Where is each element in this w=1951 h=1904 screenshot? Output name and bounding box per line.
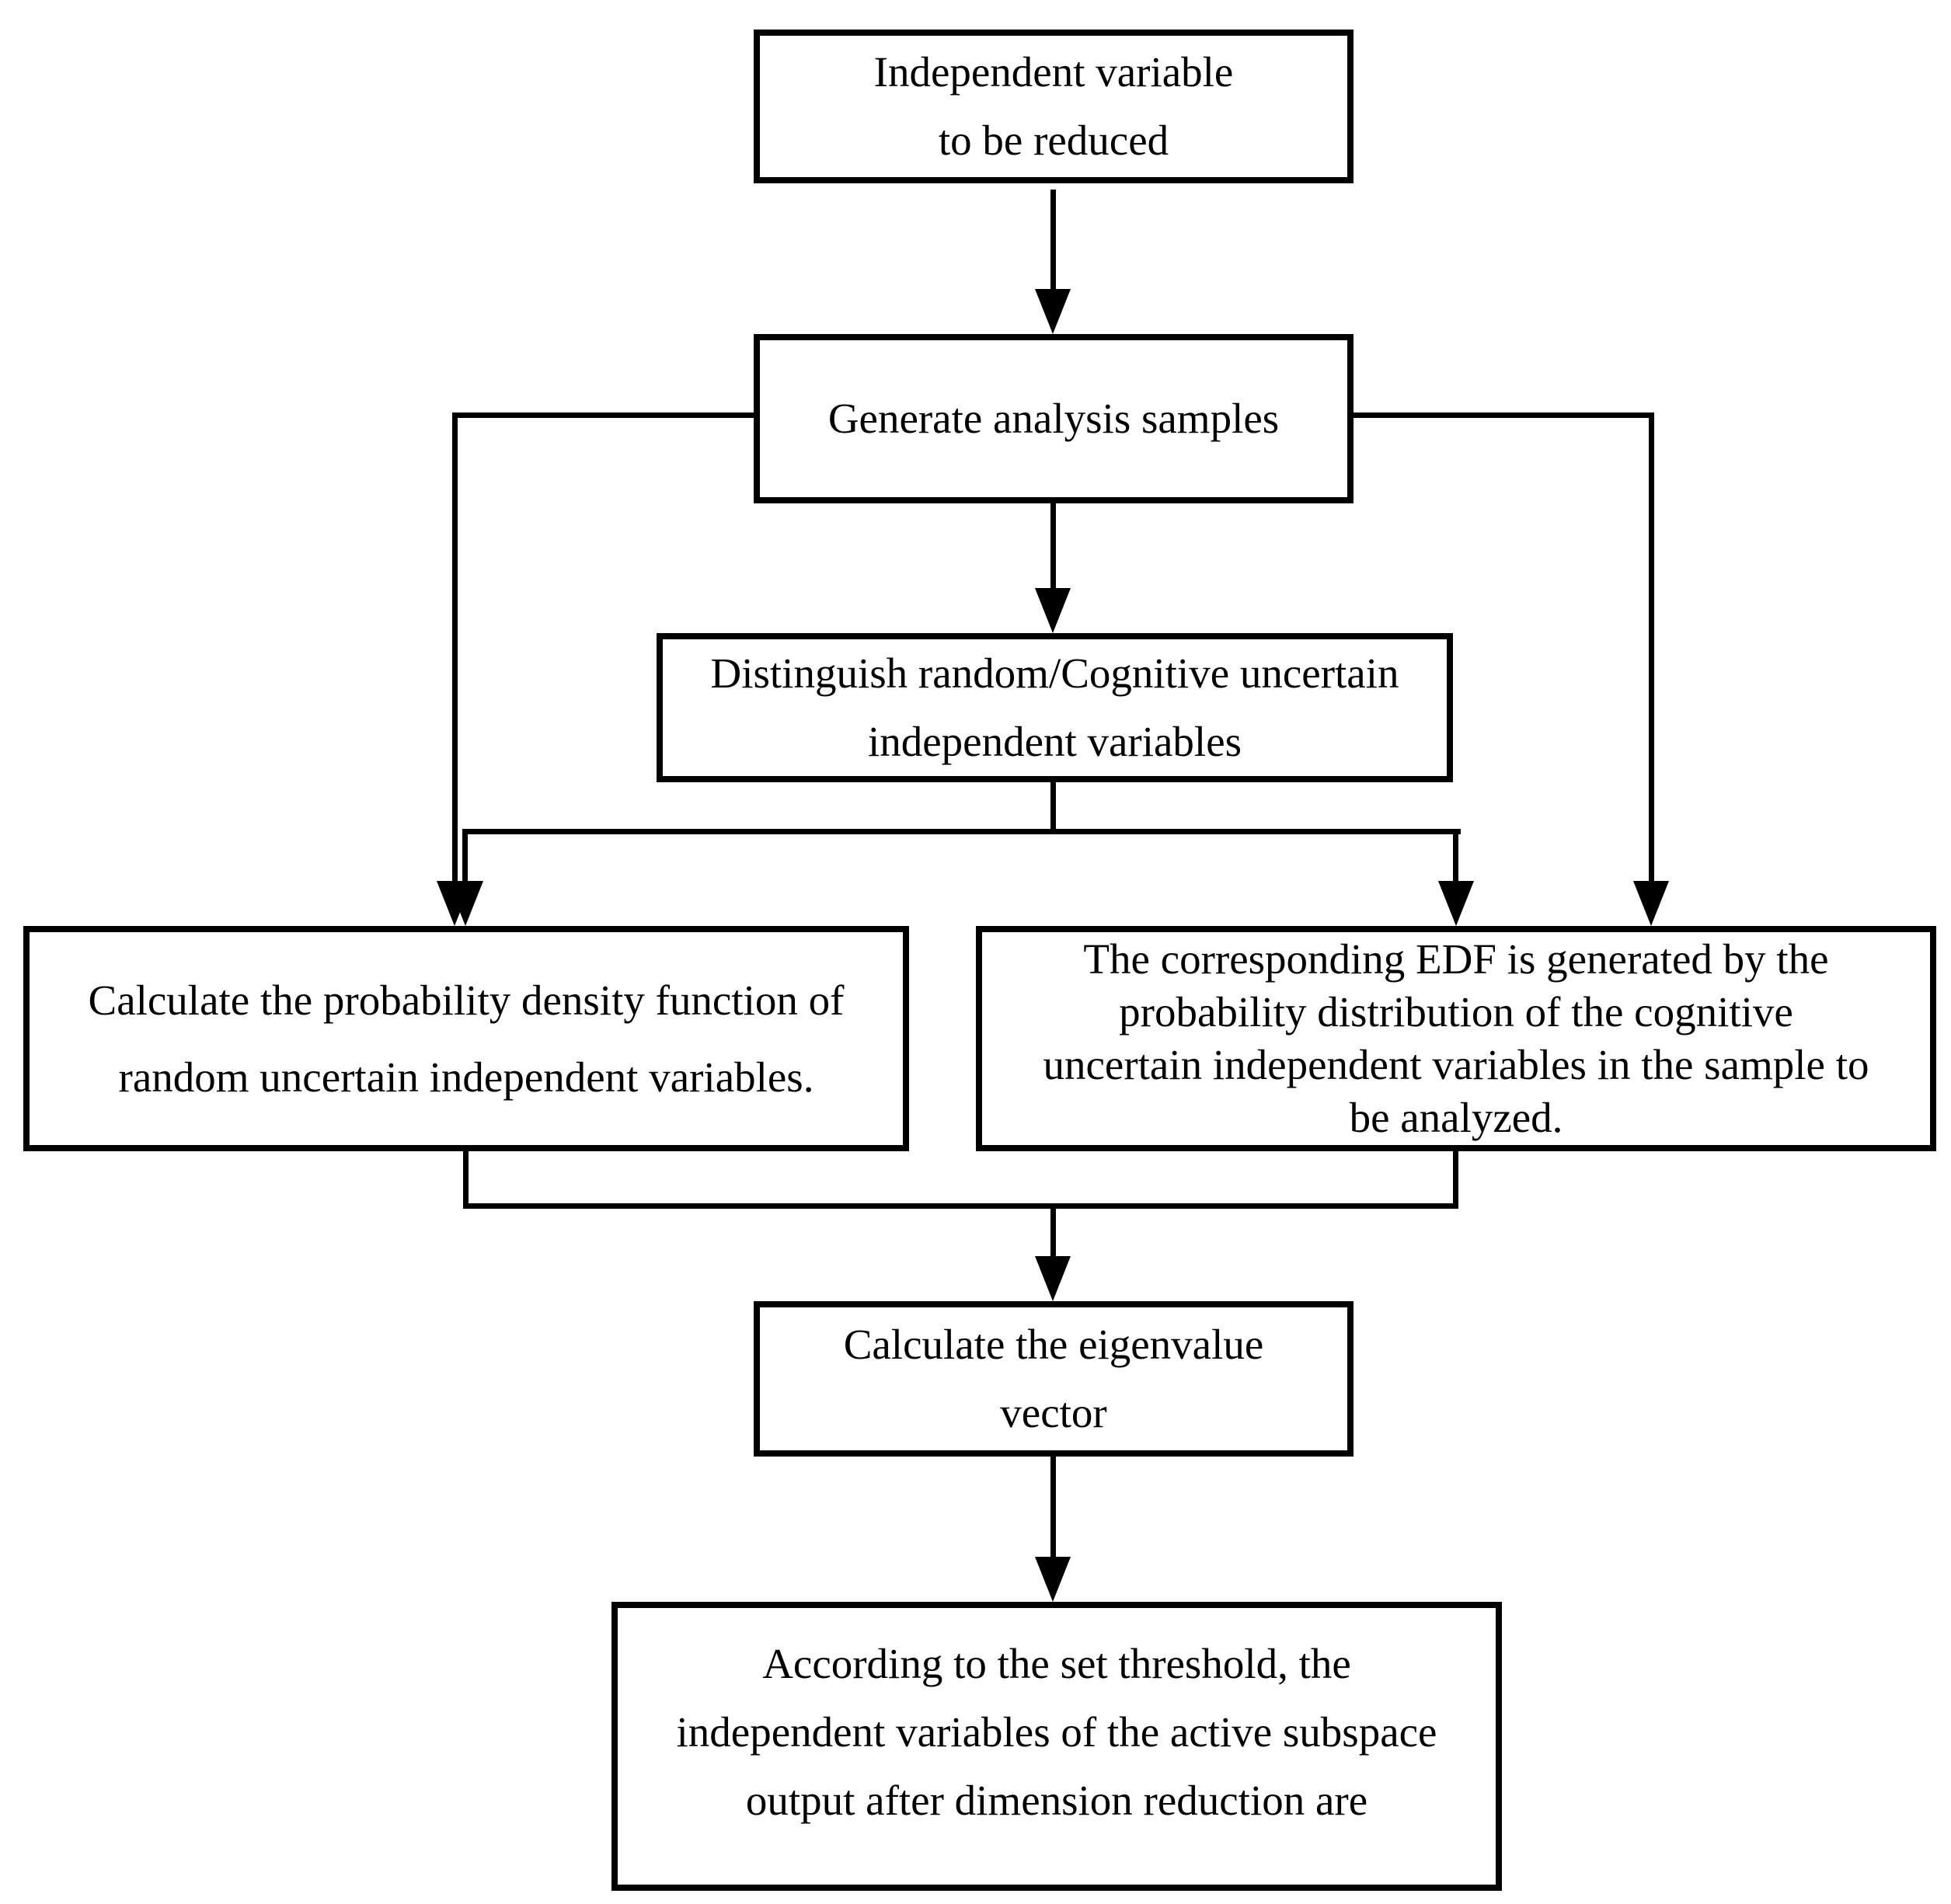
- node-edf-generation-text: The corresponding EDF is generated by th…: [1043, 935, 1869, 1142]
- node-edf-generation: The corresponding EDF is generated by th…: [976, 926, 1936, 1151]
- node-generate-samples: Generate analysis samples: [754, 334, 1354, 503]
- node-generate-samples-text: Generate analysis samples: [827, 395, 1280, 442]
- arrowhead-into-distinguish-icon: [1035, 588, 1071, 633]
- connector-eigenvalue-to-output: [1050, 1457, 1056, 1560]
- connector-pdf-stem: [463, 1151, 469, 1209]
- node-probability-density-function: Calculate the probability density functi…: [23, 926, 909, 1151]
- node-eigenvalue-vector-text: Calculate the eigenvalue vector: [843, 1321, 1264, 1436]
- arrowhead-into-eigenvalue-icon: [1035, 1256, 1071, 1301]
- connector-distinguish-split-h: [462, 829, 1461, 834]
- connector-edf-stem: [1453, 1151, 1458, 1209]
- arrowhead-into-pdf-from-split-icon: [448, 881, 483, 926]
- node-distinguish-variables-text: Distinguish random/Cognitive uncertain i…: [710, 649, 1399, 765]
- node-independent-variable-text: Independent variable to be reduced: [873, 48, 1234, 164]
- node-probability-density-function-text: Calculate the probability density functi…: [88, 976, 845, 1101]
- connector-distinguish-split-right-v: [1453, 829, 1458, 886]
- connector-generate-left-branch-v: [452, 412, 458, 886]
- connector-distinguish-stem: [1050, 782, 1056, 834]
- connector-start-to-generate: [1050, 190, 1056, 298]
- arrowhead-into-generate-icon: [1035, 289, 1071, 334]
- node-eigenvalue-vector: Calculate the eigenvalue vector: [754, 1301, 1354, 1457]
- node-active-subspace-output: According to the set threshold, the inde…: [611, 1602, 1502, 1891]
- connector-distinguish-split-left-v: [462, 829, 468, 886]
- connector-merge-to-eigenvalue: [1050, 1203, 1056, 1258]
- node-active-subspace-output-text: According to the set threshold, the inde…: [676, 1640, 1437, 1824]
- arrowhead-into-output-icon: [1035, 1557, 1071, 1602]
- connector-generate-left-branch-h: [455, 412, 754, 418]
- arrowhead-into-edf-from-generate-icon: [1633, 881, 1669, 926]
- connector-merge-h: [463, 1203, 1458, 1209]
- node-independent-variable: Independent variable to be reduced: [754, 30, 1354, 183]
- connector-generate-right-branch-v: [1649, 412, 1654, 886]
- arrowhead-into-edf-from-split-icon: [1438, 881, 1474, 926]
- connector-generate-to-distinguish: [1050, 503, 1056, 592]
- node-distinguish-variables: Distinguish random/Cognitive uncertain i…: [657, 633, 1453, 782]
- connector-generate-right-branch-h: [1352, 412, 1653, 418]
